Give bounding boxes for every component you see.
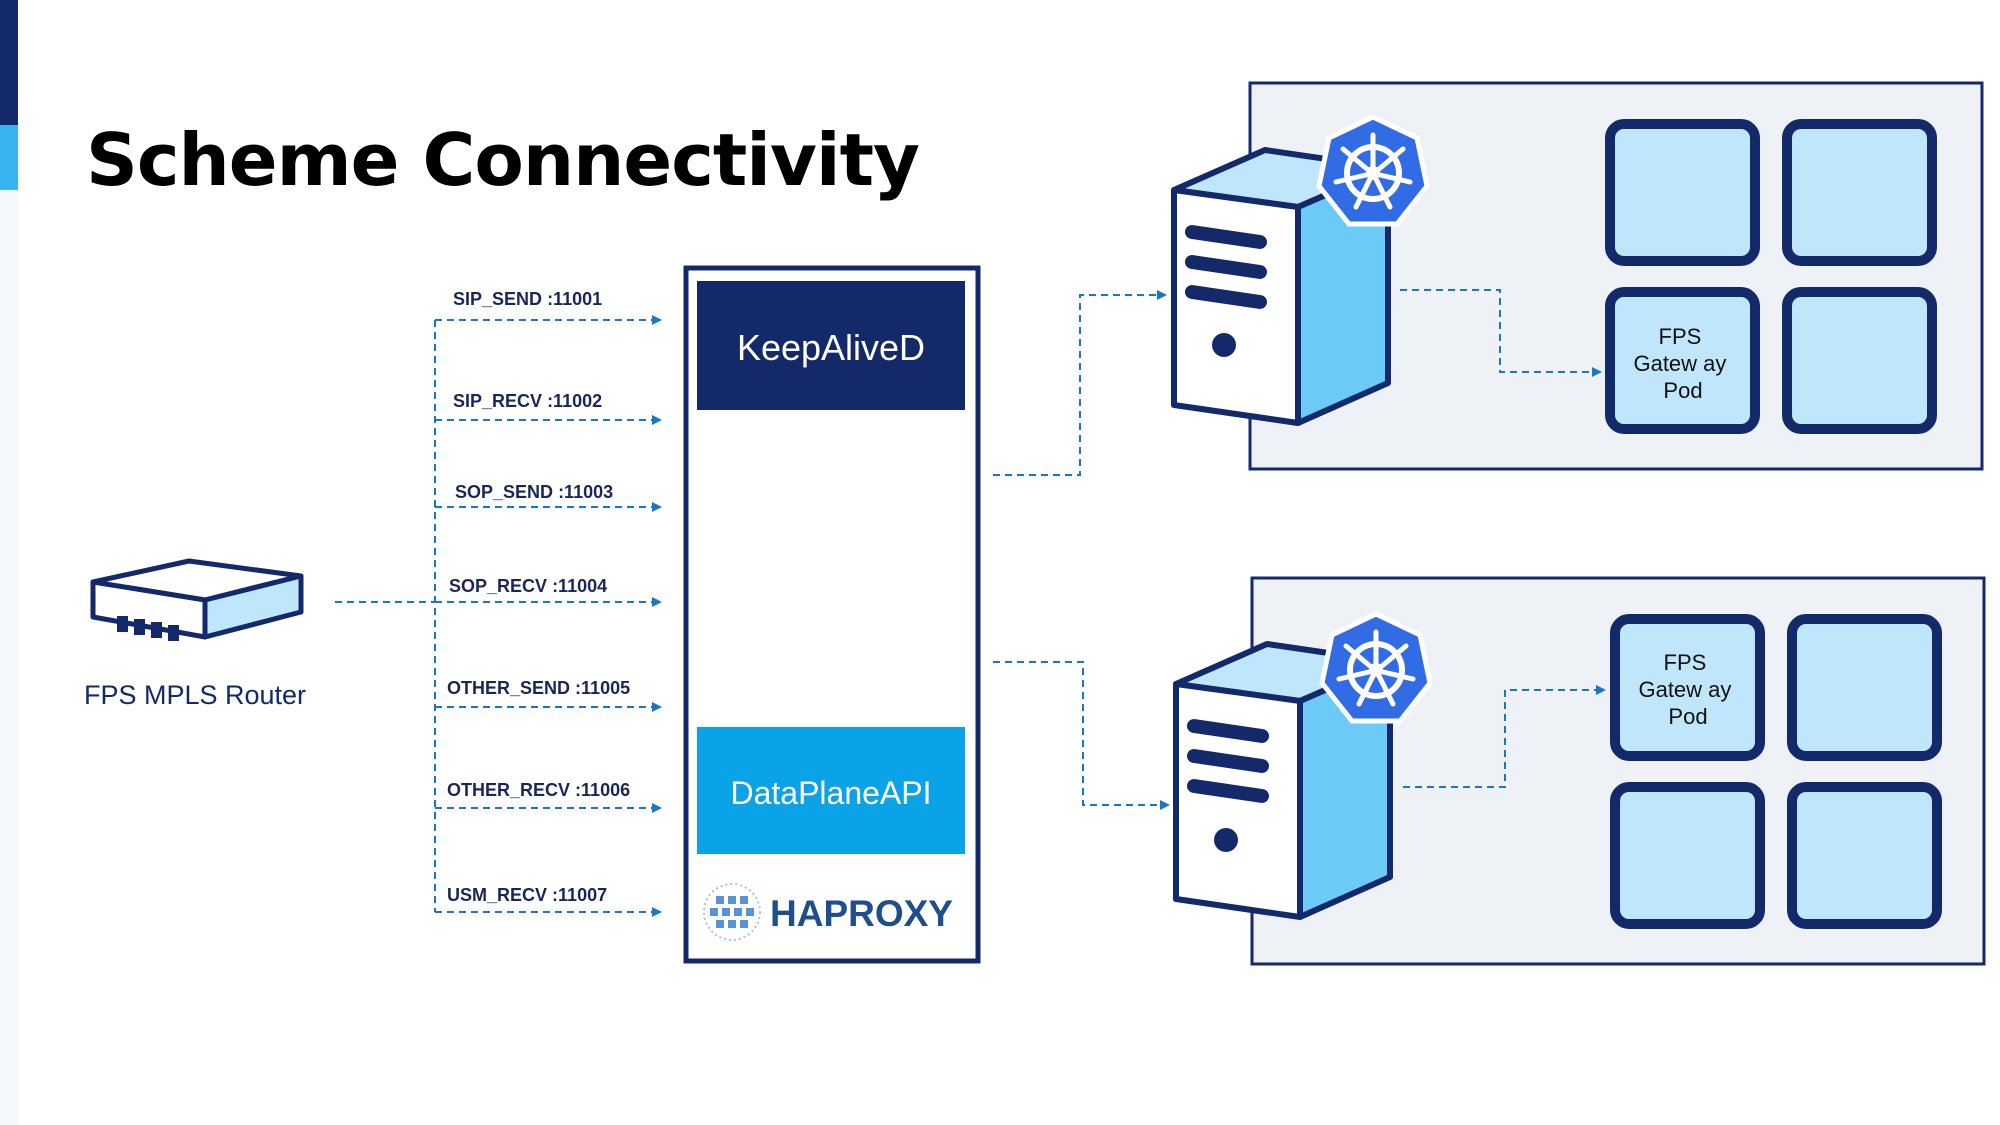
pod-label: FPS Gatew ay Pod [1633, 324, 1732, 403]
port-label: SIP_RECV :11002 [453, 391, 602, 411]
port-label: OTHER_SEND :11005 [447, 678, 630, 698]
port-label: SIP_SEND :11001 [453, 289, 602, 309]
pod [1782, 287, 1937, 434]
pod [1605, 119, 1760, 266]
pod [1610, 782, 1765, 929]
server-1-to-pod-line [1400, 289, 1602, 377]
server-2-to-pod-line [1403, 685, 1606, 788]
haproxy-logo-text: HAPROXY [770, 893, 953, 934]
pod-fps-gateway [1610, 614, 1765, 761]
keepalived-label: KeepAliveD [737, 327, 925, 368]
port-label: SOP_RECV :11004 [449, 576, 607, 596]
dataplane-label: DataPlaneAPI [730, 775, 931, 811]
port-label: SOP_SEND :11003 [455, 482, 613, 502]
lb-to-server-2-line [993, 661, 1170, 810]
page-title: Scheme Connectivity [86, 118, 920, 202]
pod-fps-gateway [1605, 287, 1760, 434]
pod [1787, 782, 1942, 929]
server-1-icon [1171, 147, 1391, 426]
port-arrows [435, 315, 662, 917]
port-label: OTHER_RECV :11006 [447, 780, 630, 800]
port-label: USM_RECV :11007 [447, 885, 607, 905]
left-rail [0, 0, 18, 1125]
accent-stripe-light [0, 125, 18, 190]
keepalived-block [697, 281, 965, 410]
kubernetes-2-icon [1319, 611, 1433, 724]
dataplane-block [697, 727, 965, 854]
pod [1782, 119, 1937, 266]
accent-stripe-dark [0, 0, 18, 125]
pod-grid-1: FPS Gatew ay Pod [1605, 119, 1937, 434]
pod [1787, 614, 1942, 761]
router-icon [90, 558, 304, 641]
load-balancer-box: KeepAliveD DataPlaneAPI HAPROXY [683, 265, 981, 964]
lb-to-server-1-line [993, 290, 1167, 476]
pod-label: FPS Gatew ay Pod [1638, 650, 1737, 729]
port-labels: SIP_SEND :11001 SIP_RECV :11002 SOP_SEND… [447, 289, 630, 905]
kubernetes-1-icon [1316, 114, 1430, 227]
pod-grid-2: FPS Gatew ay Pod [1610, 614, 1942, 929]
haproxy-logo-icon [703, 883, 761, 941]
router-label: FPS MPLS Router [84, 680, 306, 710]
